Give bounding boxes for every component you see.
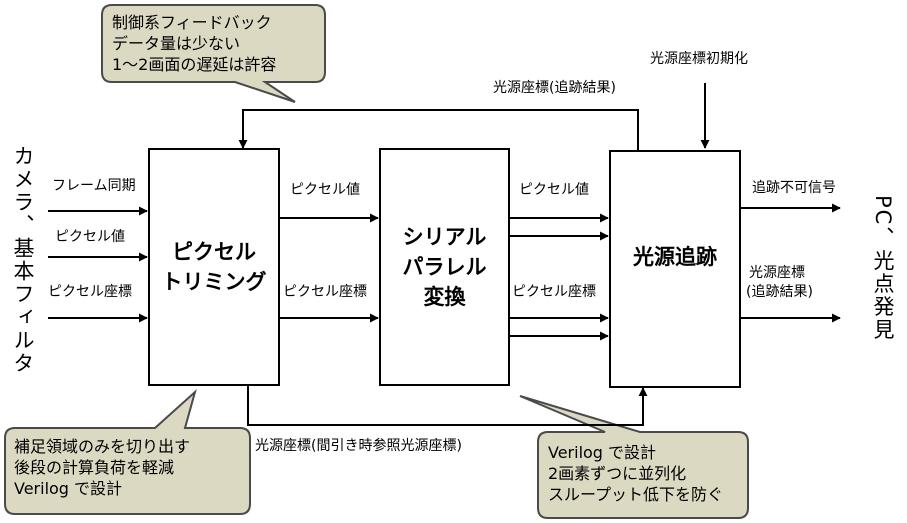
parallel-callout — [519, 395, 749, 519]
bottom-label: 光源座標(間引き時参照光源座標) — [255, 438, 462, 454]
trimming-note-line3: Verilog で設計 — [14, 479, 123, 498]
left-source-label: カメラ、基本フィルタ — [11, 145, 35, 375]
output-label-result-line1: 光源座標 — [749, 265, 805, 281]
output-label-not-trackable: 追跡不可信号 — [752, 180, 836, 196]
tracking-block: 光源追跡 — [609, 150, 741, 388]
input-label-frame-sync: フレーム同期 — [52, 178, 136, 194]
serial-parallel-line2: パラレル — [402, 255, 487, 279]
mid-label-pixel-coord-1: ピクセル座標 — [283, 284, 367, 300]
input-label-pixel-value: ピクセル値 — [55, 229, 125, 245]
tracking-block-label: 光源追跡 — [633, 245, 717, 269]
trimming-block-line1: ピクセル — [172, 240, 256, 264]
trimming-note-line2: 後段の計算負荷を軽減 — [14, 458, 175, 477]
mid-label-pixel-value-1: ピクセル値 — [290, 182, 360, 198]
mid-label-pixel-coord-2: ピクセル座標 — [512, 284, 596, 300]
feedback-note-line2: データ量は少ない — [112, 34, 241, 53]
output-label-result-line2: (追跡結果) — [746, 284, 813, 300]
input-label-pixel-coord: ピクセル座標 — [48, 284, 132, 300]
trimming-block: ピクセル トリミング — [148, 148, 280, 386]
bottom-arrow — [247, 386, 648, 426]
serial-parallel-line1: シリアル — [402, 225, 487, 249]
mid-label-pixel-value-2: ピクセル値 — [519, 182, 589, 198]
parallel-note-line3: スループット低下を防ぐ — [548, 485, 724, 504]
trimming-note-text: 補足領域のみを切り出す 後段の計算負荷を軽減 Verilog で設計 — [14, 436, 190, 499]
feedback-label: 光源座標(追跡結果) — [493, 80, 616, 96]
feedback-arrow — [238, 109, 639, 150]
feedback-note-text: 制御系フィードバック データ量は少ない 1～2画面の遅延は許容 — [112, 12, 276, 75]
trimming-block-line2: トリミング — [161, 270, 267, 294]
parallel-note-line1: Verilog で設計 — [548, 443, 657, 462]
right-destination-label: PC、光点発見 — [871, 195, 895, 342]
serial-parallel-line3: 変換 — [423, 285, 466, 309]
parallel-note-text: Verilog で設計 2画素ずつに並列化 スループット低下を防ぐ — [548, 442, 723, 505]
trimming-callout — [4, 388, 251, 515]
parallel-note-line2: 2画素ずつに並列化 — [548, 464, 687, 483]
serial-parallel-block: シリアル パラレル 変換 — [379, 148, 510, 386]
feedback-note-line3: 1～2画面の遅延は許容 — [112, 55, 277, 74]
feedback-note-line1: 制御系フィードバック — [112, 13, 272, 32]
feedback-callout — [101, 4, 326, 103]
init-label: 光源座標初期化 — [650, 51, 748, 67]
trimming-note-line1: 補足領域のみを切り出す — [14, 437, 191, 456]
